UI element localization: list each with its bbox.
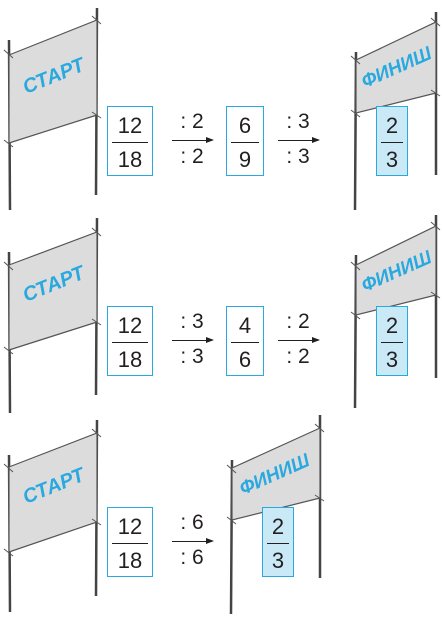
fraction-bar [381,142,403,143]
denominator: 9 [227,149,263,171]
numerator: 12 [108,115,152,137]
denominator: 18 [108,550,152,572]
divisor-bottom: : 6 [170,547,214,568]
fraction-bar [112,342,148,343]
intermediate-fraction: 4 6 [226,306,264,376]
numerator: 6 [227,115,263,137]
start-fraction: 12 18 [107,306,153,376]
fraction-bar [381,342,403,343]
result-fraction: 2 3 [376,106,408,176]
denominator: 18 [108,149,152,171]
division-step-arrow: : 6 : 6 [170,512,214,568]
result-fraction: 2 3 [376,306,408,376]
start-banner: СТАРТ [4,420,101,612]
start-fraction: 12 18 [107,507,153,577]
fraction-bar [267,543,289,544]
division-step-arrow: : 3 : 3 [276,111,320,167]
divisor-bottom: : 2 [276,346,320,367]
denominator: 3 [263,550,293,572]
numerator: 2 [377,315,407,337]
numerator: 2 [263,516,293,538]
fraction-bar [231,142,259,143]
divisor-top: : 2 [170,111,214,132]
division-step-arrow: : 2 : 2 [170,111,214,167]
division-step-arrow: : 2 : 2 [276,311,320,367]
arrow-head-icon [312,337,320,343]
numerator: 4 [227,315,263,337]
fraction-bar [112,142,148,143]
fraction-bar [112,543,148,544]
start-banner: СТАРТ [4,8,101,210]
numerator: 2 [377,115,407,137]
divisor-bottom: : 3 [276,146,320,167]
start-fraction: 12 18 [107,106,153,176]
denominator: 6 [227,349,263,371]
result-fraction: 2 3 [262,507,294,577]
numerator: 12 [108,315,152,337]
arrow-head-icon [312,137,320,143]
arrow-head-icon [206,337,214,343]
divisor-bottom: : 3 [170,346,214,367]
denominator: 18 [108,349,152,371]
division-step-arrow: : 3 : 3 [170,311,214,367]
fraction-bar [231,342,259,343]
denominator: 3 [377,149,407,171]
denominator: 3 [377,349,407,371]
divisor-bottom: : 2 [170,146,214,167]
numerator: 12 [108,516,152,538]
divisor-top: : 6 [170,512,214,533]
start-banner: СТАРТ [4,218,101,413]
divisor-top: : 3 [170,311,214,332]
arrow-head-icon [206,137,214,143]
divisor-top: : 3 [276,111,320,132]
intermediate-fraction: 6 9 [226,106,264,176]
arrow-head-icon [206,538,214,544]
divisor-top: : 2 [276,311,320,332]
